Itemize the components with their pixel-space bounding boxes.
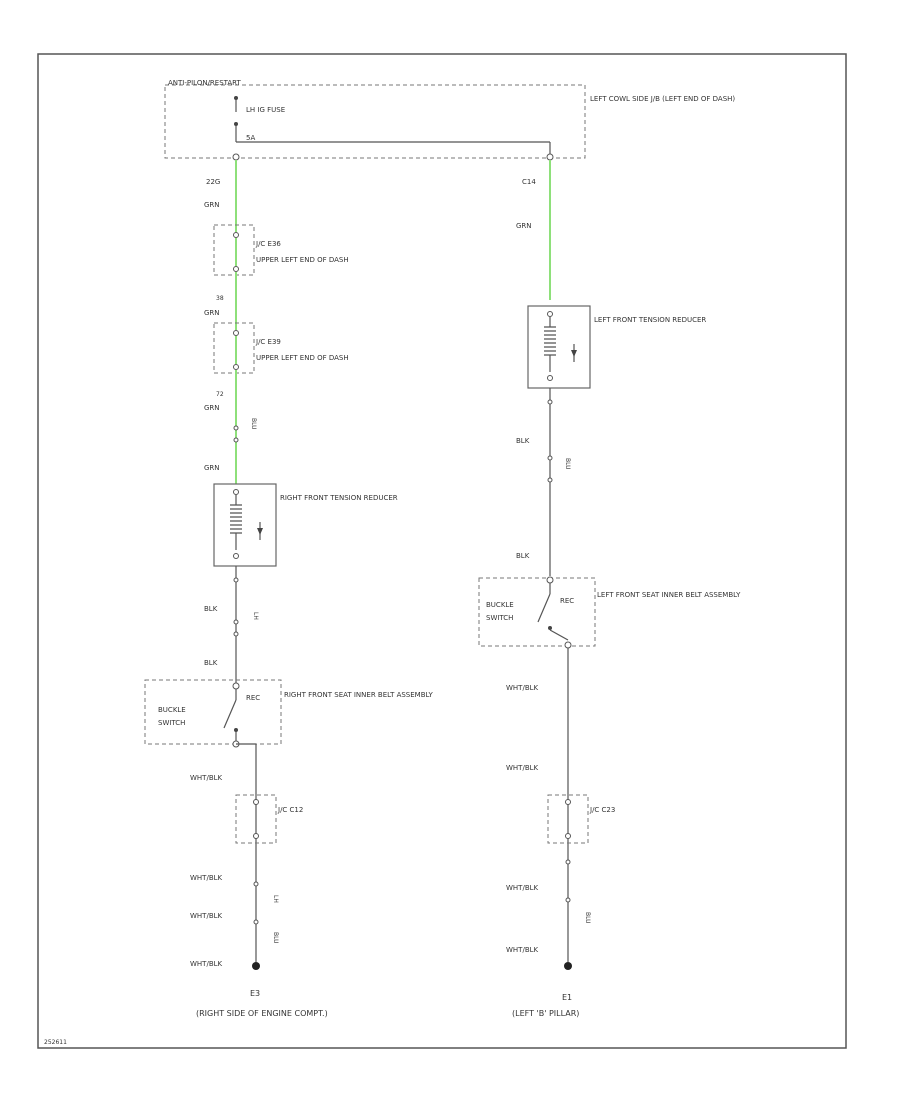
left-buckle-pin-top	[546, 576, 554, 584]
right-wire-color-2: BLK	[516, 437, 530, 445]
left-connector-e39-location: UPPER LEFT END OF DASH	[256, 354, 349, 362]
fuse-label: LH IG FUSE	[246, 106, 285, 114]
fuse-pin-right	[546, 153, 554, 161]
left-wire-color-6: BLK	[204, 659, 218, 667]
left-buckle-switch-label-2: SWITCH	[486, 614, 513, 622]
left-wire-color-4: GRN	[204, 464, 220, 472]
right-seat-belt-assembly-outline	[144, 679, 282, 745]
left-seat-assembly-label: LEFT FRONT SEAT INNER BELT ASSEMBLY	[597, 591, 741, 599]
right-buckle-pin-top	[232, 682, 240, 690]
left-wire-color-9: WHT/BLK	[190, 912, 223, 920]
ground-e3-location: (RIGHT SIDE OF ENGINE COMPT.)	[196, 1009, 328, 1018]
left-connector-e36-label: J/C E36	[255, 240, 281, 248]
left-side-mark-4: BLU	[272, 932, 279, 944]
left-connector-e36-location: UPPER LEFT END OF DASH	[256, 256, 349, 264]
junction-block-label: LEFT COWL SIDE J/B (LEFT END OF DASH)	[590, 95, 735, 103]
junction-block-outline	[164, 84, 586, 159]
left-wire-color-7: WHT/BLK	[190, 774, 223, 782]
left-reducer-label: LEFT FRONT TENSION REDUCER	[594, 316, 706, 324]
left-front-tension-reducer-box	[527, 305, 591, 389]
right-wire-color-7: WHT/BLK	[506, 946, 539, 954]
left-wire-color-10: WHT/BLK	[190, 960, 223, 968]
fuse-pin-left	[232, 153, 240, 161]
diagram-footer-id: 252611	[44, 1039, 67, 1046]
left-connector-e39	[213, 322, 255, 374]
right-buckle-switch-label-2: SWITCH	[158, 719, 185, 727]
right-wire-color-4: WHT/BLK	[506, 684, 539, 692]
left-buckle-switch-icon	[537, 593, 551, 623]
ground-icon	[564, 962, 572, 970]
right-buckle-switch-label: BUCKLE	[158, 706, 186, 714]
right-seat-assembly-label: RIGHT FRONT SEAT INNER BELT ASSEMBLY	[284, 691, 433, 699]
left-side-mark-1: BLU	[250, 418, 257, 430]
right-side-mark-2: BLU	[584, 912, 591, 924]
fuse-icon	[234, 96, 551, 155]
right-side-mark-1: BLU	[564, 458, 571, 470]
left-connector-e36-pin-in	[233, 232, 239, 238]
left-connector-c12-label: J/C C12	[277, 806, 303, 814]
left-wire-color-3: GRN	[204, 404, 220, 412]
left-seat-belt-assembly-outline	[478, 577, 596, 647]
ground-e3-label: E3	[250, 989, 260, 998]
right-buckle-rec: REC	[246, 694, 260, 702]
left-connector-e39-pin-out	[233, 364, 239, 370]
ground-icon	[252, 962, 260, 970]
left-side-mark-2: LH	[252, 612, 259, 620]
left-side-mark-3: LH	[272, 895, 279, 903]
right-wire-color-6: WHT/BLK	[506, 884, 539, 892]
coil-icon	[544, 317, 577, 372]
right-wire-color-3: BLK	[516, 552, 530, 560]
left-connector-e36-pin-out	[233, 266, 239, 272]
fuse-pin-right-label: C14	[522, 178, 536, 186]
right-wire-color-1: GRN	[516, 222, 532, 230]
diagram-frame	[37, 53, 847, 1049]
left-connector-e36-pin-number: 38	[216, 295, 224, 302]
right-connector-c23	[547, 794, 589, 844]
left-inline-pin-2	[233, 437, 239, 443]
left-connector-e36	[213, 224, 255, 276]
left-connector-e39-pin-in	[233, 330, 239, 336]
coil-icon	[230, 495, 263, 550]
right-front-tension-reducer-box	[213, 483, 277, 567]
left-wire-color-1: GRN	[204, 201, 220, 209]
left-inline-pin-1	[233, 425, 239, 431]
left-buckle-rec: REC	[560, 597, 574, 605]
left-wire-color-8: WHT/BLK	[190, 874, 223, 882]
left-connector-c12	[235, 794, 277, 844]
right-wire-color-5: WHT/BLK	[506, 764, 539, 772]
left-wire-color-5: BLK	[204, 605, 218, 613]
diagram-title: ANTI-PILON/RESTART	[168, 79, 242, 87]
left-connector-e39-label: J/C E39	[255, 338, 281, 346]
right-connector-c23-label: J/C C23	[589, 806, 615, 814]
ground-e1-label: E1	[562, 993, 572, 1002]
left-reducer-pin-in	[547, 311, 553, 317]
right-reducer-pin-out	[233, 553, 239, 559]
right-buckle-switch-icon	[223, 699, 237, 729]
fuse-amp: 5A	[246, 134, 255, 142]
fuse-pin-left-label: 22G	[206, 178, 220, 186]
ground-e1-location: (LEFT 'B' PILLAR)	[512, 1009, 579, 1018]
right-reducer-label: RIGHT FRONT TENSION REDUCER	[280, 494, 398, 502]
left-wire-color-2: GRN	[204, 309, 220, 317]
left-reducer-pin-out	[547, 375, 553, 381]
right-reducer-pin-in	[233, 489, 239, 495]
left-buckle-switch-label: BUCKLE	[486, 601, 514, 609]
left-connector-e39-pin-number: 72	[216, 391, 224, 398]
left-buckle-pin-bottom	[564, 641, 572, 649]
